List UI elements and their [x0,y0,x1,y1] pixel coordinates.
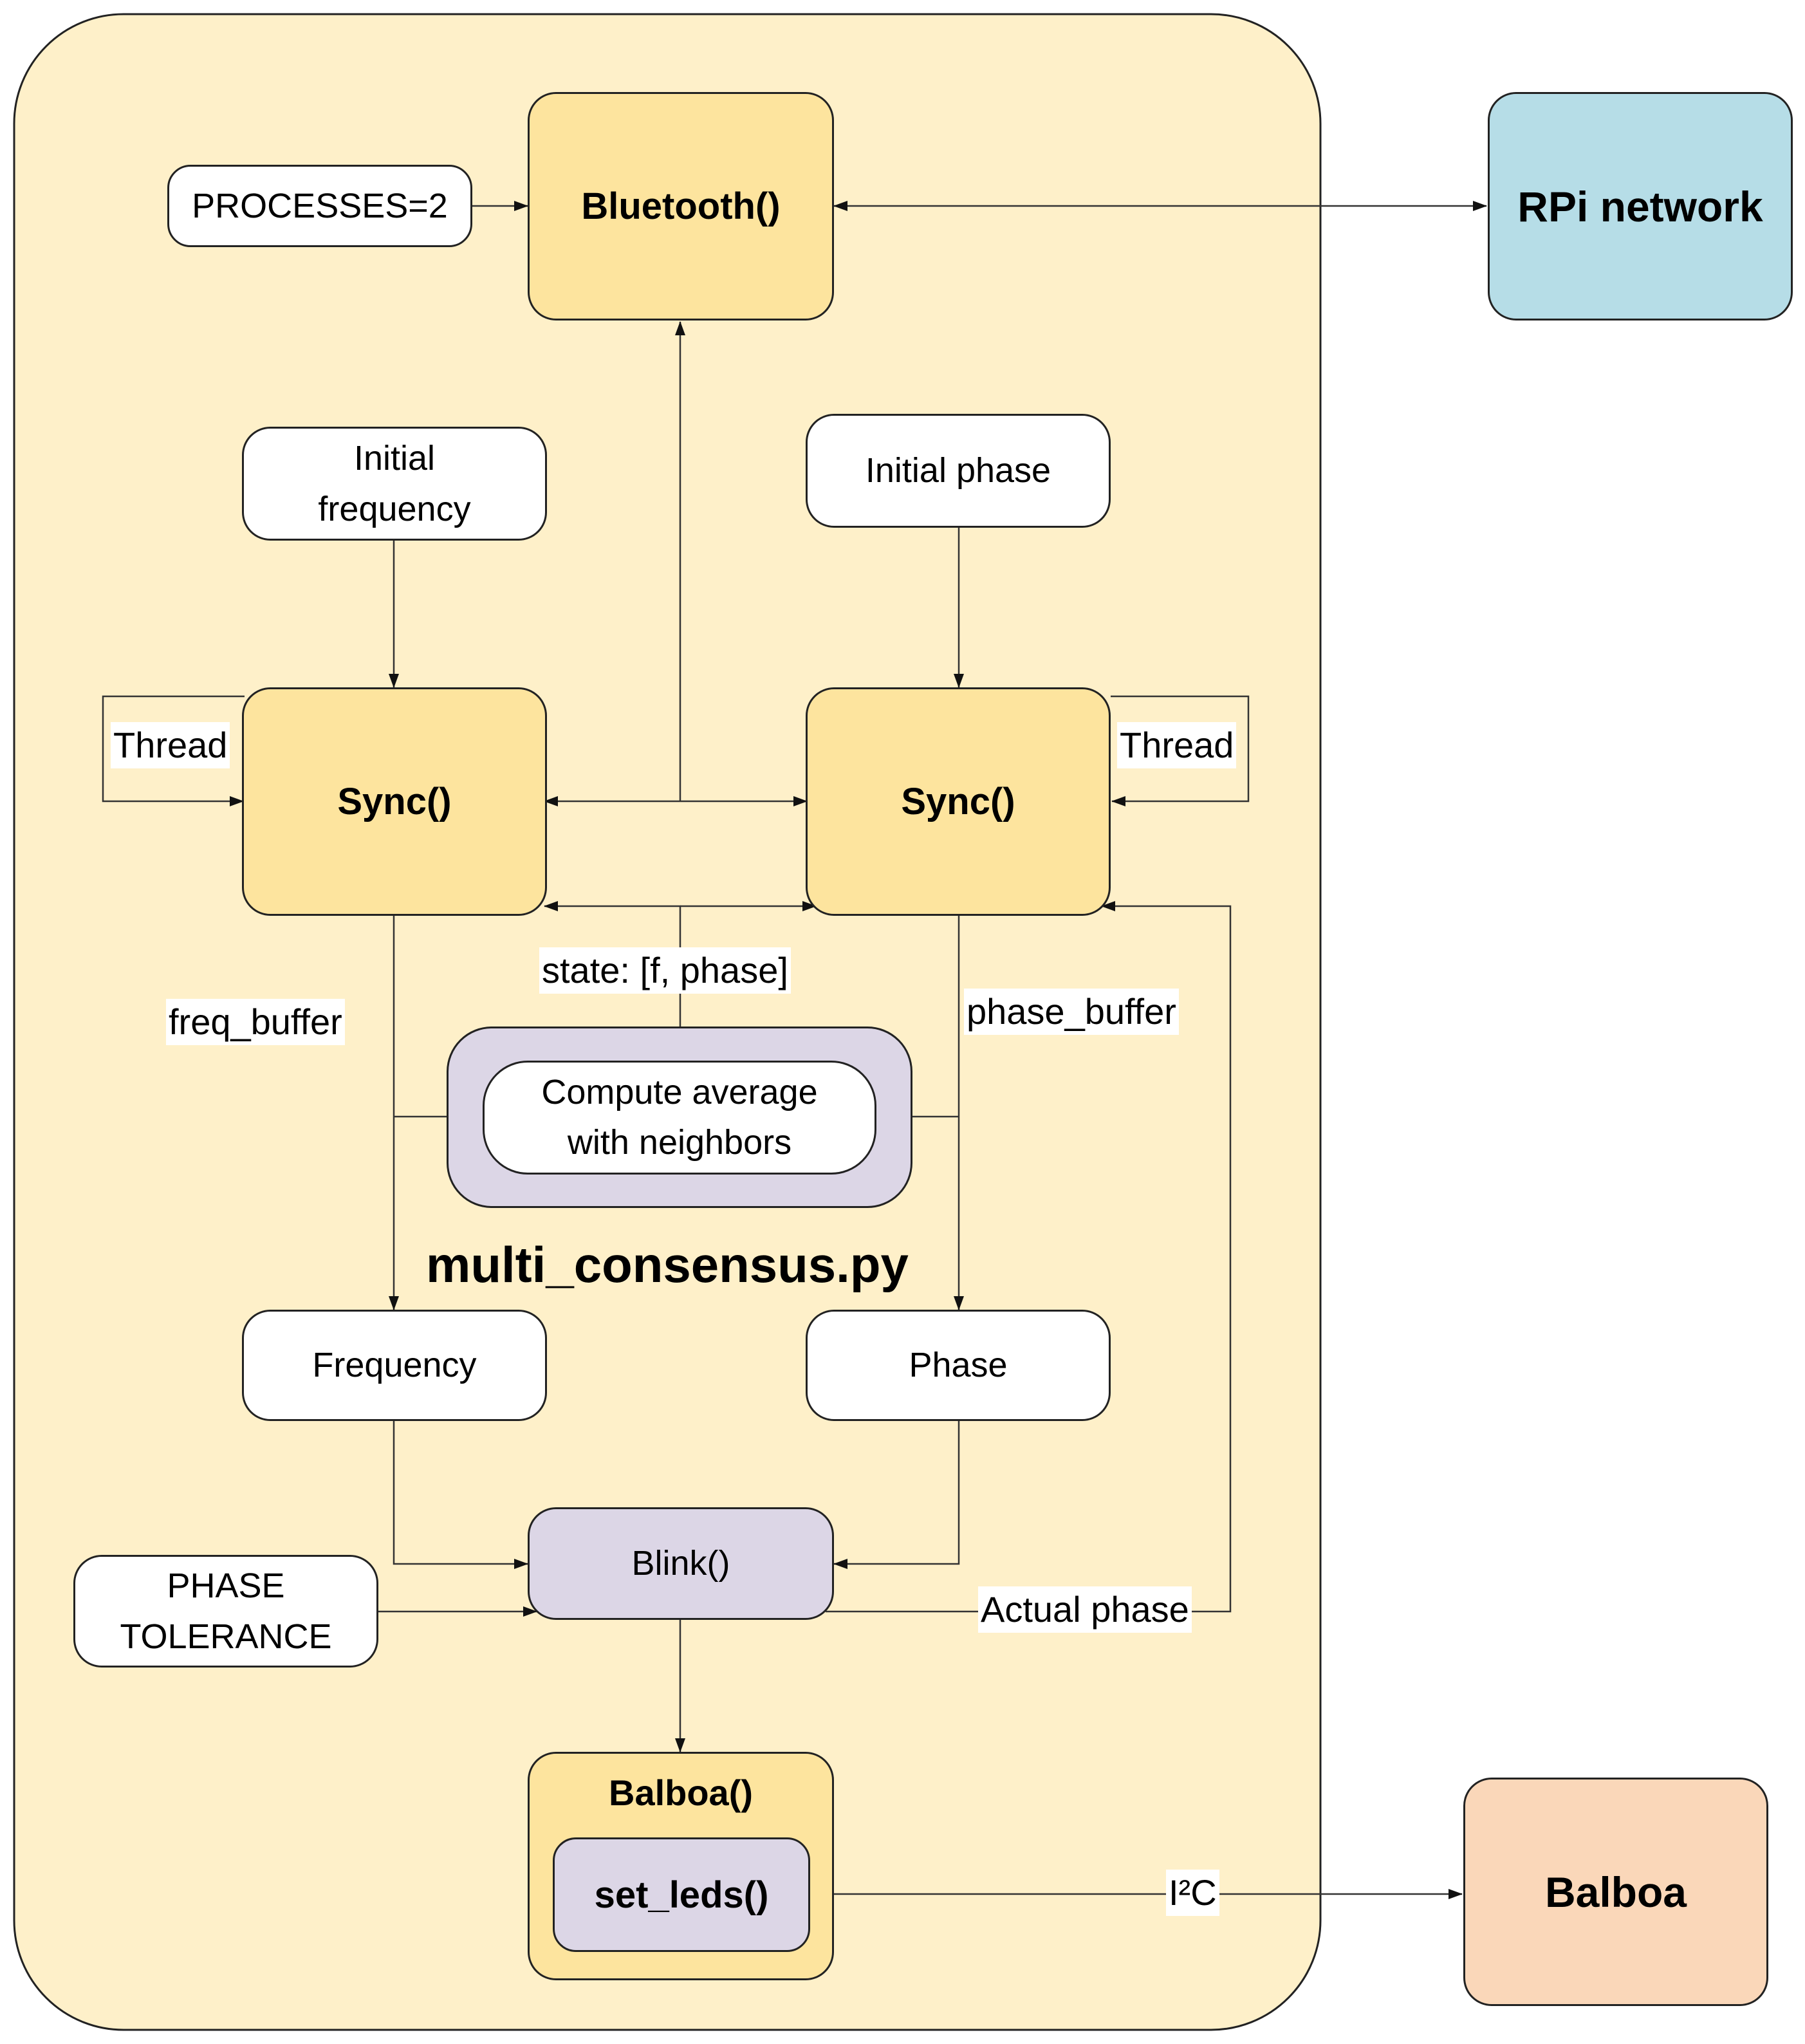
phase-label: Phase [909,1346,1008,1385]
processes-node: PROCESSES=2 [167,165,472,247]
sync-right-node: Sync() [806,687,1111,916]
edge-thread-loop-right [1111,695,1250,806]
blink-node: Blink() [528,1507,834,1620]
phase-tolerance-node: PHASE TOLERANCE [73,1555,378,1668]
compute-average-label: Compute average with neighbors [541,1072,818,1162]
container-title: multi_consensus.py [426,1236,909,1293]
edge-thread-loop-left [102,695,245,806]
balboa-func-label: Balboa() [609,1772,753,1813]
processes-label: PROCESSES=2 [192,186,448,225]
thread-right-label: Thread [1117,722,1237,768]
freq-buffer-label: freq_buffer [166,999,345,1045]
rpi-network-label: RPi network [1517,182,1763,230]
phase-node: Phase [806,1310,1111,1421]
set-leds-label: set_leds() [594,1873,769,1916]
rpi-network-node: RPi network [1488,92,1793,321]
frequency-label: Frequency [312,1346,477,1385]
bluetooth-label: Bluetooth() [581,185,781,227]
balboa-node: Balboa [1463,1778,1768,2006]
compute-average-node: Compute average with neighbors [483,1060,876,1175]
initial-frequency-node: Initial frequency [242,427,547,541]
set-leds-node: set_leds() [553,1837,810,1952]
balboa-label: Balboa [1544,1868,1687,1916]
state-label: state: [f, phase] [539,947,791,994]
phase-tolerance-label: PHASE TOLERANCE [120,1566,332,1656]
balboa-func-node: Balboa() set_leds() [528,1752,834,1980]
edge-frequency-blink [393,1421,528,1569]
bluetooth-node: Bluetooth() [528,92,834,321]
initial-phase-label: Initial phase [865,451,1051,490]
i2c-label: I²C [1166,1870,1219,1916]
thread-left-label: Thread [111,722,230,768]
edge-phase-blink [833,1421,960,1569]
sync-left-node: Sync() [242,687,547,916]
compute-average-outer: Compute average with neighbors [447,1027,912,1208]
sync-left-label: Sync() [337,781,452,822]
frequency-node: Frequency [242,1310,547,1421]
initial-phase-node: Initial phase [806,414,1111,528]
blink-label: Blink() [631,1544,730,1583]
phase-buffer-label: phase_buffer [964,989,1179,1035]
actual-phase-label: Actual phase [978,1586,1192,1633]
sync-right-label: Sync() [901,781,1015,822]
initial-frequency-label: Initial frequency [318,439,471,528]
